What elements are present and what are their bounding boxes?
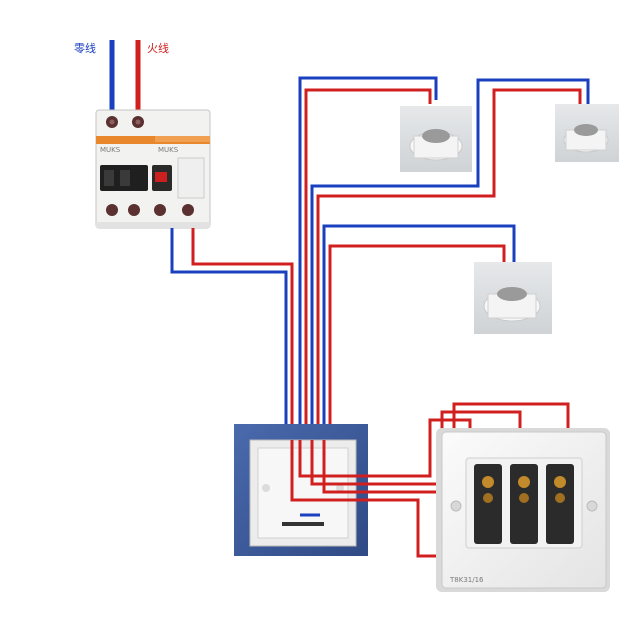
junction-box [234, 424, 368, 556]
switch-gang-1 [474, 464, 502, 544]
lamp-holder-1 [400, 106, 472, 172]
switch-model-label: T8K31/16 [449, 576, 484, 584]
breaker-output-wires [170, 228, 294, 440]
lamp-holder-3 [474, 262, 552, 334]
triple-switch-panel: T8K31/16 [436, 428, 610, 592]
svg-text:MUKS: MUKS [100, 146, 121, 154]
circuit-breaker: MUKS MUKS [95, 109, 211, 229]
switch-gang-3 [546, 464, 574, 544]
lamp-holder-2 [555, 104, 619, 162]
svg-text:MUKS: MUKS [158, 146, 179, 154]
lamp-wires [298, 76, 590, 440]
switch-gang-2 [510, 464, 538, 544]
neutral-label: 零线 [74, 42, 96, 55]
incoming-wires [109, 40, 141, 118]
live-label: 火线 [147, 42, 169, 55]
